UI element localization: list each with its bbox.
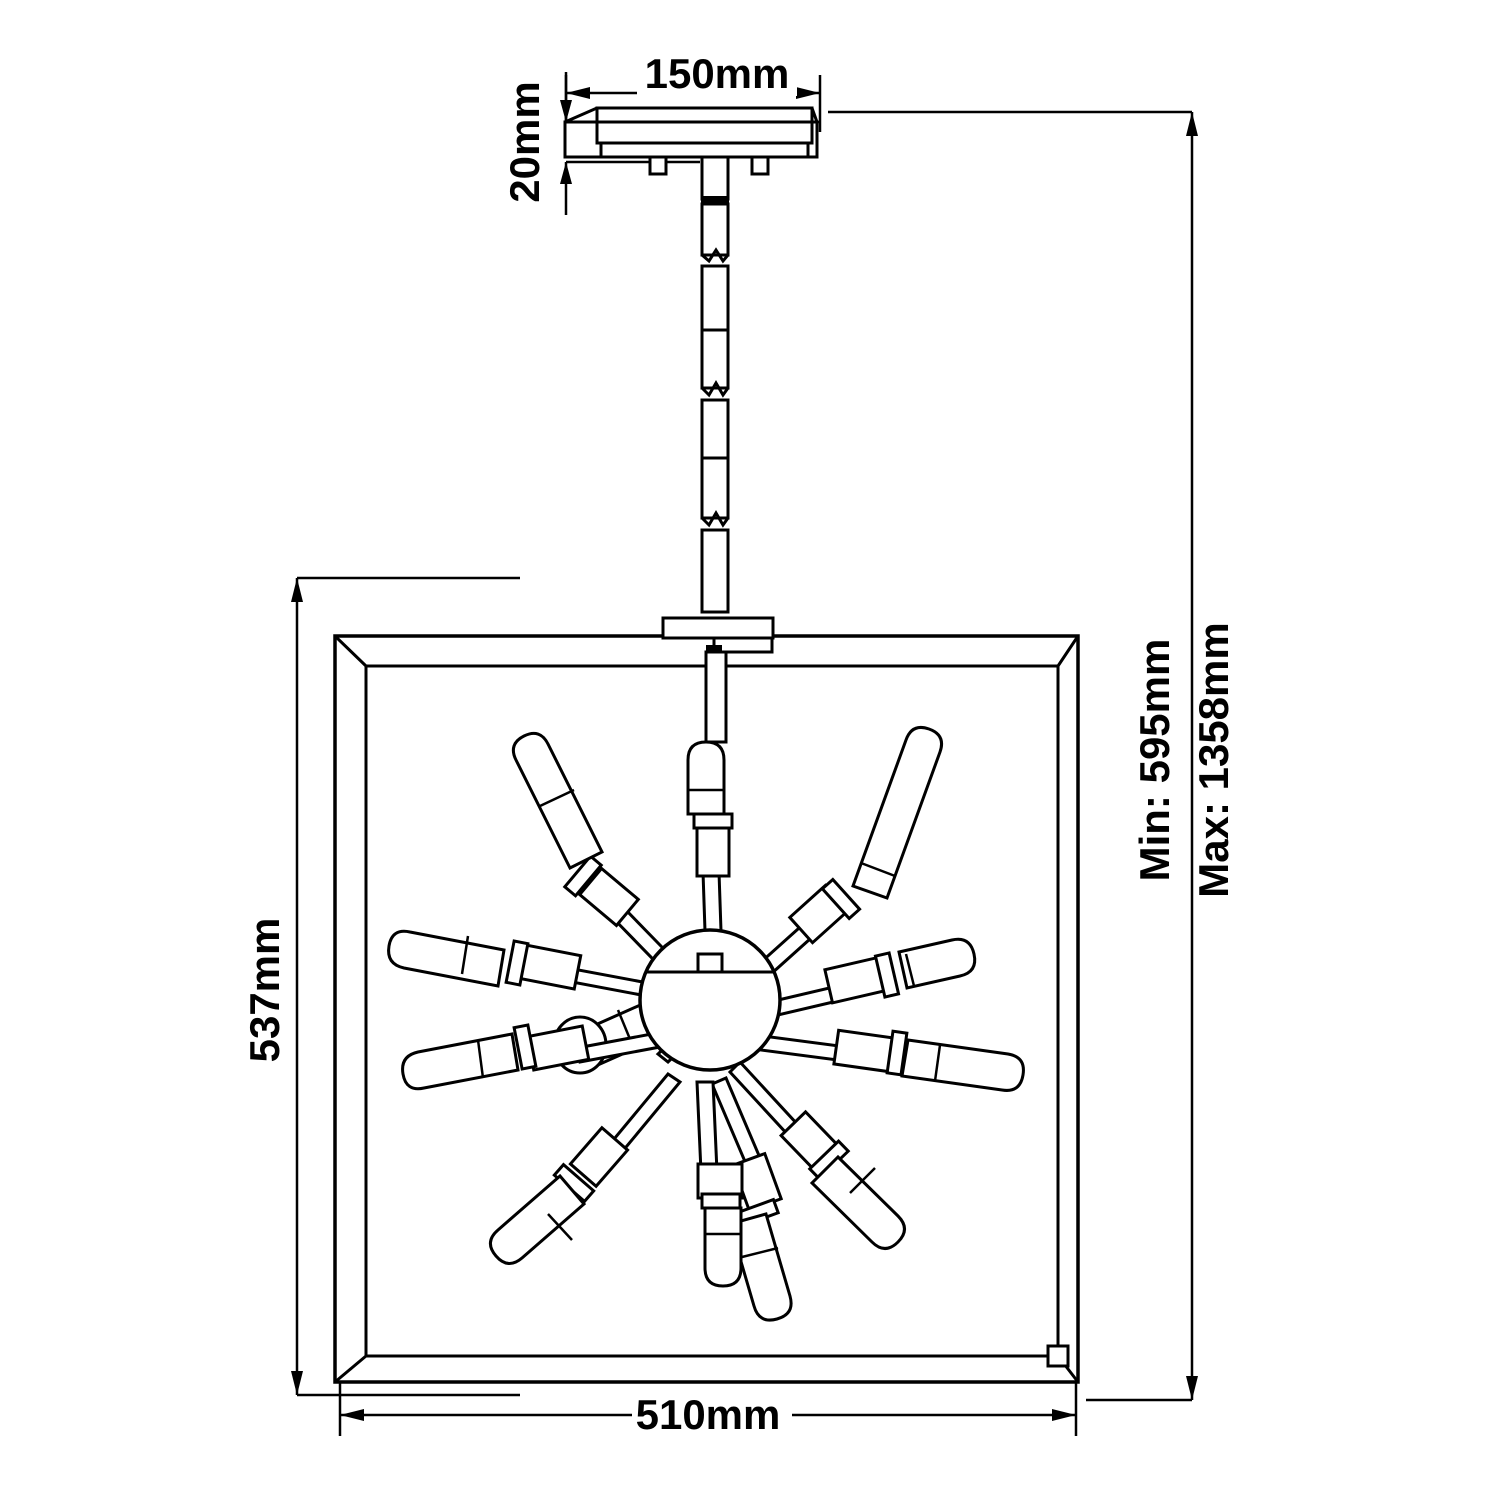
- connector-fastener: [706, 645, 722, 655]
- label-frame-width: 510mm: [636, 1391, 781, 1438]
- bulb-tube-12: [511, 731, 605, 871]
- connector-clip: [712, 636, 774, 654]
- bulb-detail-4: [933, 1044, 942, 1082]
- dimension-drop-range: Min: 595mm Max: 1358mm: [828, 110, 1237, 1402]
- rod-segment-3: [700, 328, 730, 390]
- canopy-mount-tab-right: [750, 155, 770, 176]
- connector-plate: [661, 616, 775, 640]
- bulb-detail-5: [849, 1167, 876, 1194]
- suspension-rod-group: [700, 155, 730, 614]
- arrowhead-frame-height-bottom: [291, 1371, 303, 1395]
- socket-ring-3: [873, 951, 901, 999]
- bulb-tube-11: [387, 929, 506, 988]
- bulb-tube-1: [686, 740, 726, 816]
- open-frame-group: [333, 634, 1080, 1384]
- socket-ring-1: [692, 812, 734, 830]
- sputnik-arm-5: [727, 1059, 906, 1250]
- arrowhead-canopy-left: [566, 87, 590, 99]
- bulb-tube-7: [703, 1206, 743, 1288]
- label-canopy-height: 20mm: [501, 81, 548, 202]
- ceiling-canopy-group: [563, 106, 819, 176]
- label-bg-canopy-width: [637, 52, 797, 96]
- bulb-tube-10: [401, 1032, 520, 1091]
- sputnik-fixture-group: [387, 725, 1025, 1322]
- arrowhead-frame-width-left: [340, 1409, 364, 1421]
- rod-frame-connector: [661, 616, 775, 744]
- rod-segment-6: [700, 528, 730, 614]
- bulb-tube-4: [900, 1038, 1025, 1092]
- sputnik-arm-10: [401, 1023, 678, 1091]
- bulb-detail-12: [539, 788, 575, 808]
- arrowhead-frame-height-top: [291, 578, 303, 602]
- bulb-detail-8: [547, 1213, 573, 1241]
- arrowhead-canopy-thickness-bottom: [560, 162, 572, 184]
- sputnik-arm-4: [744, 1028, 1025, 1092]
- rod-break-mark-1: [701, 247, 730, 264]
- rod-break-mark-2: [700, 380, 730, 398]
- socket-collar-4: [832, 1028, 896, 1074]
- label-bg-frame-width: [632, 1392, 792, 1436]
- canopy-bevel-right: [810, 107, 819, 123]
- label-frame-height: 537mm: [241, 918, 288, 1063]
- socket-ring-4: [885, 1029, 909, 1077]
- rod-inner-stem: [704, 650, 728, 744]
- sputnik-arm-8: [489, 1072, 683, 1265]
- bulb-tube-3: [897, 937, 977, 990]
- hub-sphere: [638, 928, 782, 1072]
- frame-edge-top-left: [333, 634, 368, 668]
- sputnik-arm-2: [727, 725, 944, 1002]
- socket-collar-8: [568, 1125, 630, 1189]
- socket-collar-1: [695, 820, 731, 878]
- frame-corner-fitting: [1046, 1344, 1070, 1368]
- frame-edge-top-right: [1056, 635, 1080, 667]
- rod-segment-5: [700, 456, 730, 520]
- arrowhead-drop-bottom: [1186, 1376, 1198, 1400]
- socket-ring-2: [820, 877, 862, 921]
- canopy-plate-top-face: [595, 106, 814, 145]
- dimension-frame-height: 537mm: [241, 576, 520, 1397]
- sputnik-arm-6: [710, 1076, 793, 1322]
- socket-collar-12: [577, 866, 641, 928]
- bulb-tube-6: [728, 1212, 793, 1322]
- sputnik-arm-3: [742, 937, 977, 1024]
- bulb-detail-6: [741, 1246, 779, 1259]
- sputnik-arm-7: [695, 1080, 744, 1288]
- dimension-canopy-width: 150mm: [564, 50, 822, 132]
- label-drop-min: Min: 595mm: [1131, 639, 1178, 882]
- canopy-trim-lip: [599, 141, 810, 159]
- rod-break-mark-3: [700, 510, 730, 528]
- dimension-frame-width: 510mm: [338, 1382, 1078, 1438]
- canopy-bevel-left: [564, 106, 598, 124]
- rod-segment-1: [700, 202, 730, 257]
- arrowhead-canopy-thickness-top: [560, 100, 572, 122]
- socket-ring-12: [562, 854, 604, 898]
- bulb-detail-10: [476, 1039, 485, 1079]
- sputnik-arm-11: [387, 929, 671, 1002]
- bulb-tube-8: [489, 1173, 587, 1265]
- socket-ring-11: [504, 939, 530, 987]
- rod-segment-2: [700, 264, 730, 332]
- hub-stem-boss: [696, 952, 724, 974]
- rod-joint-band: [701, 196, 729, 204]
- bulb-tube-5: [809, 1154, 906, 1250]
- socket-ring-10: [512, 1023, 538, 1071]
- arrowhead-canopy-right: [796, 87, 820, 99]
- label-drop-max: Max: 1358mm: [1190, 622, 1237, 897]
- arm-rod-7: [695, 1080, 719, 1174]
- rod-top-collar: [700, 155, 730, 201]
- bulb-detail-2: [860, 861, 896, 878]
- arrowhead-drop-top: [1186, 112, 1198, 136]
- bulb-detail-11: [460, 935, 470, 975]
- socket-ring-7: [700, 1192, 742, 1210]
- canopy-mount-tab-left: [648, 155, 668, 176]
- bulb-tube-2: [851, 725, 944, 900]
- rod-segment-4: [700, 398, 730, 460]
- arrowhead-frame-width-right: [1052, 1409, 1076, 1421]
- bulb-detail-3: [904, 953, 916, 987]
- label-canopy-width: 150mm: [645, 50, 790, 97]
- frame-edge-bottom-left: [334, 1354, 367, 1384]
